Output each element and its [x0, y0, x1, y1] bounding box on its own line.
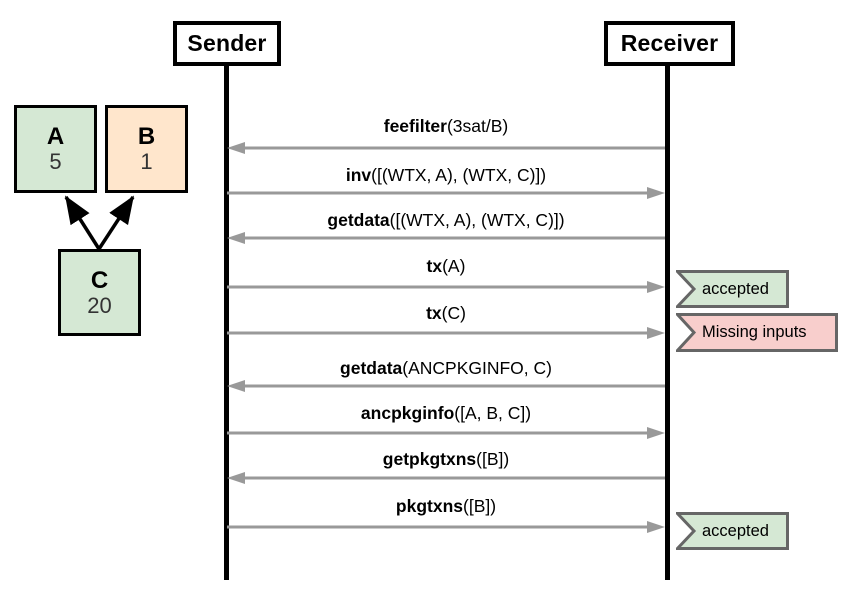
message-label-getdata-ancpkginfo: getdata(ANCPKGINFO, C) [227, 358, 665, 378]
badge-shape-accepted [676, 270, 789, 308]
tx-node-id: C [90, 266, 109, 294]
message-label-feefilter: feefilter(3sat/B) [227, 116, 665, 136]
message-label-getpkgtxns: getpkgtxns([B]) [227, 449, 665, 469]
tx-node-id: A [46, 123, 65, 150]
status-badge-label: accepted [702, 279, 769, 298]
message-arrow-feefilter [227, 141, 665, 155]
tx-node-value: 20 [87, 292, 112, 318]
message-bold-getdata-ancpkginfo: getdata [340, 358, 403, 378]
lifeline-receiver [665, 65, 670, 580]
message-bold-tx-a: tx [426, 256, 443, 276]
tx-dag-edge-c-to-a [64, 195, 101, 250]
message-bold-tx-c: tx [426, 303, 442, 323]
message-bold-getdata-wtx: getdata [327, 210, 390, 230]
lifeline-sender [224, 65, 229, 580]
message-label-tx-c: tx(C) [227, 303, 665, 323]
message-args-getdata-ancpkginfo: (ANCPKGINFO, C) [402, 358, 552, 378]
tx-node-c: C 20 [58, 249, 141, 336]
message-bold-inv: inv [345, 165, 372, 185]
message-arrow-inv [227, 186, 665, 200]
message-args-getdata-wtx: ([(WTX, A), (WTX, C)]) [389, 210, 565, 230]
message-args-tx-a: (A) [442, 256, 466, 276]
message-arrow-getpkgtxns [227, 471, 665, 485]
tx-node-value: 1 [140, 149, 153, 174]
message-label-ancpkginfo: ancpkginfo([A, B, C]) [227, 403, 665, 423]
actor-header-sender[interactable]: Sender [173, 21, 281, 66]
tx-node-value: 5 [49, 149, 62, 174]
message-label-pkgtxns: pkgtxns([B]) [227, 496, 665, 516]
message-args-pkgtxns: ([B]) [463, 496, 497, 516]
tx-node-id: B [137, 123, 156, 150]
tx-dag-edge-c-to-b [97, 195, 135, 250]
message-label-getdata-wtx: getdata([(WTX, A), (WTX, C)]) [227, 210, 665, 230]
actor-header-receiver[interactable]: Receiver [604, 21, 735, 66]
actor-label-sender: Sender [187, 30, 267, 56]
message-arrow-tx-a [227, 280, 665, 294]
status-badge-label: Missing inputs [702, 323, 807, 341]
status-badge-accepted-pkgtxns: accepted [676, 512, 789, 550]
status-badge-accepted-tx-a: accepted [676, 270, 789, 308]
message-args-tx-c: (C) [441, 303, 466, 323]
message-bold-pkgtxns: pkgtxns [395, 496, 464, 516]
message-arrow-ancpkginfo [227, 426, 665, 440]
message-args-getpkgtxns: ([B]) [476, 449, 510, 469]
status-badge-label: accepted [702, 521, 769, 540]
message-arrow-tx-c [227, 326, 665, 340]
message-label-tx-a: tx(A) [227, 256, 665, 276]
badge-shape-accepted [676, 512, 789, 550]
tx-node-a: A 5 [14, 105, 97, 193]
message-bold-ancpkginfo: ancpkginfo [360, 403, 455, 423]
message-bold-feefilter: feefilter [383, 116, 447, 136]
message-label-inv: inv([(WTX, A), (WTX, C)]) [227, 165, 665, 185]
actor-label-receiver: Receiver [620, 30, 719, 56]
message-args-inv: ([(WTX, A), (WTX, C)]) [371, 165, 547, 185]
tx-node-b: B 1 [105, 105, 188, 193]
message-args-ancpkginfo: ([A, B, C]) [454, 403, 532, 423]
message-args-feefilter: (3sat/B) [446, 116, 509, 136]
message-arrow-getdata-ancpkginfo [227, 379, 665, 393]
badge-shape-error [676, 313, 838, 352]
status-badge-missing-inputs: Missing inputs [676, 313, 838, 352]
message-bold-getpkgtxns: getpkgtxns [382, 449, 477, 469]
message-arrow-pkgtxns [227, 520, 665, 534]
message-arrow-getdata-wtx [227, 231, 665, 245]
